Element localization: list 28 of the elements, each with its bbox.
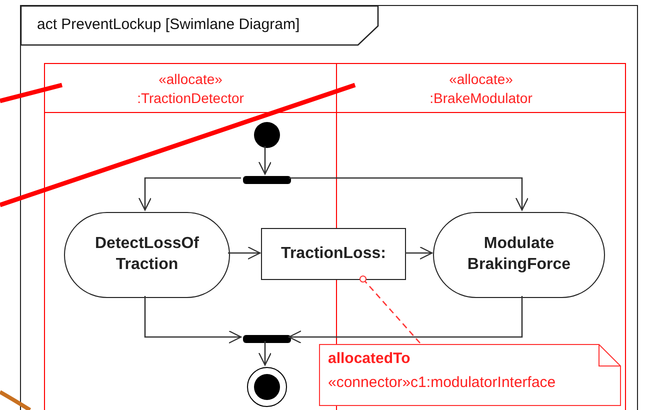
arrow bbox=[144, 296, 242, 344]
initial-node bbox=[254, 122, 280, 148]
arrow bbox=[258, 146, 272, 175]
arrow bbox=[258, 341, 272, 366]
note-heading: allocatedTo bbox=[328, 350, 410, 367]
fork-bar bbox=[243, 335, 291, 343]
object-node bbox=[261, 228, 406, 280]
arrow bbox=[288, 296, 523, 344]
lane-name: :BrakeModulator bbox=[430, 90, 532, 106]
arrow bbox=[405, 246, 433, 260]
final-node bbox=[247, 367, 287, 407]
stereotype-label: «allocate» bbox=[449, 70, 513, 86]
stereotype-label: «allocate» bbox=[158, 70, 222, 86]
diagram-frame bbox=[20, 5, 638, 410]
connector-line bbox=[0, 82, 356, 208]
node-label: Modulate BrakingForce bbox=[466, 234, 572, 275]
connector-line bbox=[0, 82, 63, 104]
lane-name: :TractionDetector bbox=[137, 90, 244, 106]
frame-label: act PreventLockup [Swimlane Diagram] bbox=[37, 16, 300, 33]
anchor-line bbox=[360, 276, 420, 344]
arrow bbox=[289, 177, 529, 211]
node-label: DetectLossOf Traction bbox=[94, 234, 200, 275]
arrow bbox=[228, 246, 261, 260]
node-label: TractionLoss: bbox=[281, 244, 386, 264]
note-text: «connector»c1:modulatorInterface bbox=[328, 374, 556, 391]
fork-bar bbox=[243, 176, 291, 184]
arrow bbox=[138, 177, 241, 211]
note bbox=[319, 344, 621, 406]
